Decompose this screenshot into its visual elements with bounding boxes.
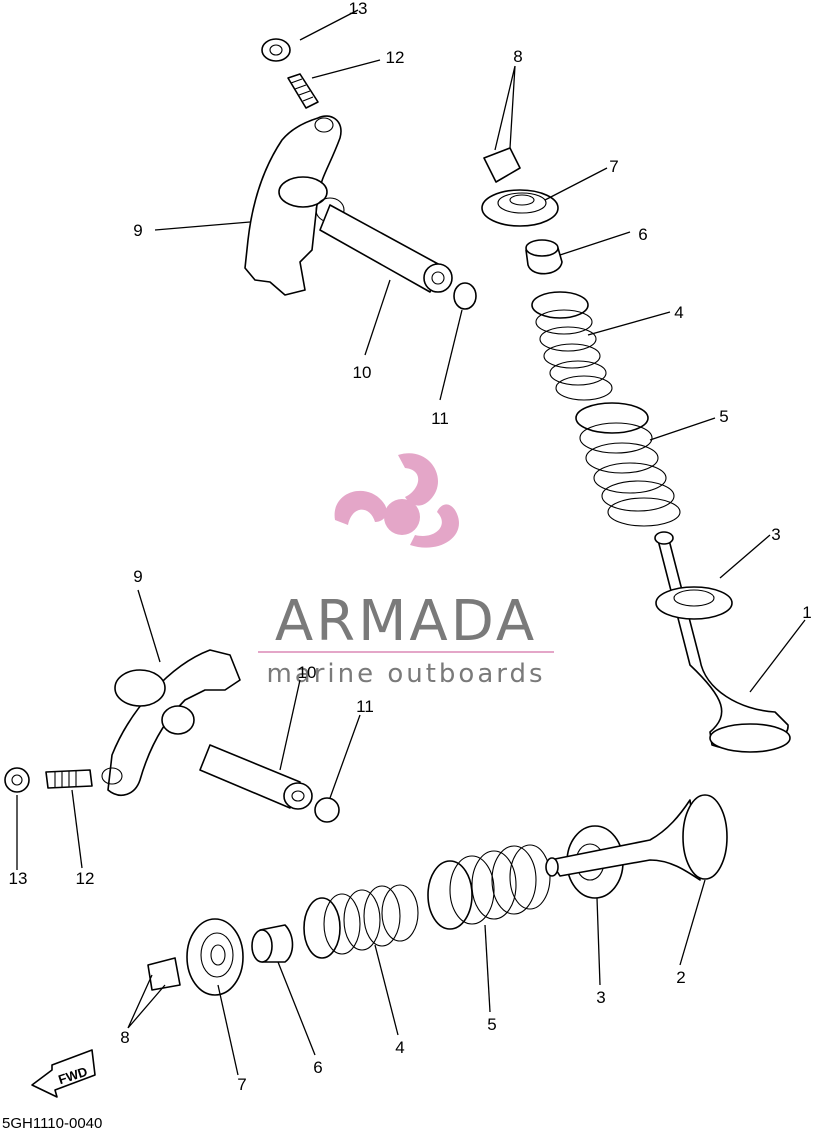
callout-10-lower: 10 [298,663,317,682]
valve-part-lower [545,794,728,881]
callout-13-lower: 13 [9,869,28,888]
callout-2-lower: 2 [676,968,685,987]
nut-part-lower [4,767,30,793]
callout-5-upper: 5 [719,407,728,426]
callout-4-upper: 4 [674,303,683,322]
valve-cotter-part-upper [483,147,521,183]
rocker-arm-part-upper [244,115,345,296]
rocker-shaft-part-lower [199,744,313,810]
spring-seat-part-upper [655,586,733,620]
callouts-lower: 9 10 11 13 12 8 7 6 4 5 3 2 [9,567,686,1094]
callout-12-lower: 12 [76,869,95,888]
spring-retainer-part-lower [186,918,244,996]
callout-12-upper: 12 [386,48,405,67]
stem-seal-part-upper [525,239,563,275]
callout-11-upper: 11 [431,409,449,428]
callout-4-lower: 4 [395,1038,404,1057]
callout-3-lower: 3 [596,988,605,1007]
propeller-logo-icon [334,453,459,548]
diagram-code: 5GH1110-0040 [2,1115,102,1132]
adjusting-screw-part-upper [287,73,319,109]
callout-10-upper: 10 [353,363,372,382]
callout-11-lower: 11 [356,697,374,716]
callout-9-lower: 9 [133,567,142,586]
inner-spring-part-upper [531,291,613,401]
callout-6-upper: 6 [638,225,647,244]
adjusting-screw-part-lower [45,769,93,789]
leader-lines [16,9,806,1076]
fwd-arrow-icon: FWD [31,1049,96,1098]
callout-9-upper: 9 [133,221,142,240]
callout-7-upper: 7 [609,157,618,176]
lower-assembly [4,649,728,996]
callout-13-upper: 13 [349,0,368,18]
upper-assembly [244,38,791,753]
callout-7-lower: 7 [237,1075,246,1094]
rocker-arm-part-lower [101,649,241,796]
o-ring-part-upper [453,282,477,310]
inner-spring-part-lower [303,884,419,959]
callout-8-lower: 8 [120,1028,129,1047]
stem-seal-part-lower [251,924,294,963]
callout-5-lower: 5 [487,1015,496,1034]
callout-3-upper: 3 [771,525,780,544]
spring-retainer-part-upper [481,189,559,227]
watermark: ARMADA marine outboards [258,453,554,689]
callout-1-upper: 1 [802,603,811,622]
watermark-brand: ARMADA [275,589,537,654]
rocker-shaft-part-upper [319,204,453,293]
callouts-upper: 13 12 9 10 11 8 7 6 4 5 3 1 [133,0,811,622]
valve-part-upper [654,531,791,753]
outer-spring-part-lower [427,844,551,930]
outer-spring-part-upper [575,402,681,527]
callout-8-upper: 8 [513,47,522,66]
watermark-tagline: marine outboards [266,659,545,689]
nut-part-upper [261,38,291,62]
o-ring-part-lower [314,797,340,823]
valve-cotter-part-lower [147,957,181,991]
callout-6-lower: 6 [313,1058,322,1077]
